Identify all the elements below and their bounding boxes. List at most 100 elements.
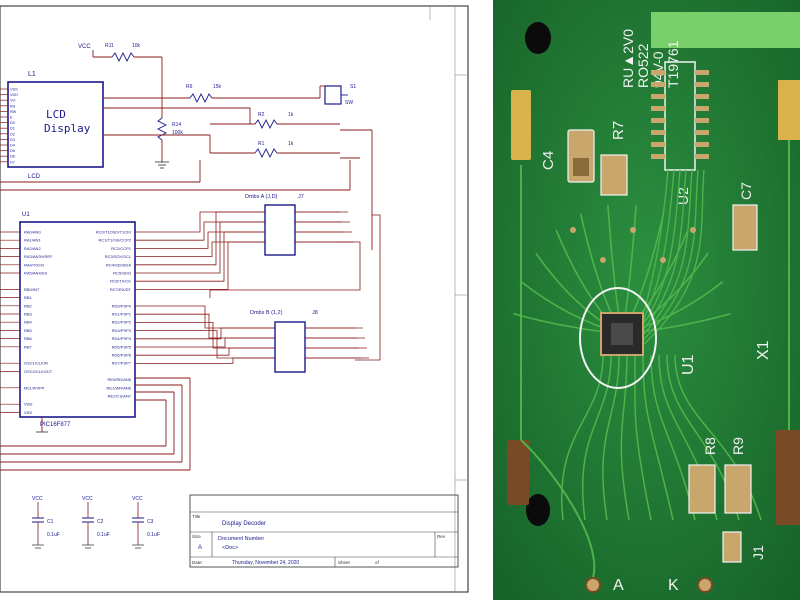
- capacitor-ref: C1: [47, 519, 54, 525]
- mcu-right-pin-label: RC5/SDO: [113, 271, 131, 276]
- u1-highlight-circle: [579, 287, 657, 389]
- mcu-left-pin-label: RB1: [24, 295, 33, 300]
- r2-r1-network: R2 1k R1 1k: [210, 112, 373, 250]
- silk-line-3: 94V-0: [650, 51, 666, 88]
- bottom-bus: [0, 377, 191, 471]
- mcu-right-pin-label: RC2/CCP1: [111, 246, 132, 251]
- r7-pad: [600, 154, 628, 196]
- title-value: Display Decoder: [222, 521, 266, 527]
- mcu-left-pin-label: RB4: [24, 320, 33, 325]
- mcu-right-pin-label: RD7/PSP7: [112, 361, 132, 366]
- edge-connector-right: [776, 430, 800, 525]
- rev-label: Rev: [437, 534, 446, 539]
- date-label: Date:: [192, 560, 203, 565]
- switch-ref: S1: [350, 84, 356, 90]
- mcu-left-pin-label: VSS: [24, 410, 32, 415]
- mcu-right-pin-label: RD6/PSP6: [112, 353, 132, 358]
- r6-value: 15k: [213, 84, 222, 90]
- ic-a-ref: J7: [298, 194, 304, 200]
- lcd-pin-label: D3: [10, 138, 15, 142]
- lcd-pin-label: E: [10, 116, 13, 120]
- mcu-right-pin-label: RD5/PSP5: [112, 344, 132, 349]
- lcd-pin-label: D7: [10, 160, 15, 164]
- title-label: Title: [192, 514, 201, 519]
- mcu-right-pin-label: RE2/CS/AN7: [108, 394, 132, 399]
- mcu-left-pin-labels: RA0/AN0RA1/AN1RA2/AN2RA3/AN3/VREFRA4/T0C…: [0, 230, 53, 415]
- mcu-left-pin-label: RA3/AN3/VREF: [24, 254, 53, 259]
- lcd-pin-label: D5: [10, 149, 15, 153]
- ic-b-title: Dmbs B (1,2): [250, 310, 283, 316]
- mcu-left-pin-label: RB0/INT: [24, 287, 40, 292]
- mcu-right-pin-label: RD1/PSP1: [112, 312, 132, 317]
- lcd-title-line2: Display: [44, 122, 91, 135]
- mcu-left-pin-label: MCLR/VPP: [24, 385, 45, 390]
- r8-pad: [688, 464, 716, 514]
- mcu-right-pin-label: RC6/TX/CK: [110, 279, 131, 284]
- mcu-left-pin-label: RA4/T0CKI: [24, 262, 44, 267]
- mcu-left-pin-label: OSC1/CLKIN: [24, 361, 48, 366]
- capacitor-value: 0.1uF: [97, 532, 110, 538]
- mcu-right-pin-label: RC7/RX/DT: [110, 287, 132, 292]
- sheet-label: Sheet: [338, 560, 351, 565]
- lcd-component: L1 LCD Display LCD VSSVDDVORSRWED0D1D2D3…: [0, 71, 104, 180]
- lcd-pin-label: D2: [10, 132, 15, 136]
- u2-chip: [651, 61, 709, 171]
- pcb-drawing: RU▲2V0 RO522 94V-0 T19761 C4 R7 U2 C7 U1…: [493, 0, 800, 600]
- edge-pad-top: [511, 90, 531, 160]
- size-label: Size: [192, 534, 201, 539]
- silk-line-2: RO522: [635, 43, 651, 88]
- lcd-pin-label: VDD: [10, 93, 18, 97]
- of-label: of: [375, 560, 380, 565]
- capacitor-ref: C2: [97, 519, 104, 525]
- mcu-left-pin-label: RB5: [24, 328, 33, 333]
- mcu-right-pin-labels: RC0/T1OSO/T1CKIRC1/T1OSI/CCP2RC2/CCP1RC3…: [96, 230, 132, 399]
- capacitor-vcc-label: VCC: [82, 496, 93, 502]
- capacitor-vcc-label: VCC: [132, 496, 143, 502]
- switch-value: SW: [345, 100, 353, 106]
- mcu-left-pin-label: RB6: [24, 336, 33, 341]
- label-k: K: [668, 577, 679, 594]
- lcd-ref: L1: [28, 71, 36, 78]
- r2-value: 1k: [288, 112, 294, 118]
- mcu-left-pin-label: RB2: [24, 303, 33, 308]
- capacitor-value: 0.1uF: [147, 532, 160, 538]
- silk-line-4: T19761: [665, 40, 681, 88]
- mcu-left-pin-label: RA5/AN4/SS: [24, 271, 47, 276]
- schematic-drawing: L1 LCD Display LCD VSSVDDVORSRWED0D1D2D3…: [0, 5, 469, 593]
- mcu-right-pin-label: RD2/PSP2: [112, 320, 132, 325]
- edge-pad-bottom: [507, 440, 529, 505]
- mcu-left-pin-label: OSC2/CLKOUT: [24, 369, 53, 374]
- r8-label: R8: [702, 437, 718, 455]
- r14-ref: R14: [172, 122, 181, 128]
- mcu-ref: U1: [22, 212, 30, 218]
- switch-symbol: [324, 85, 342, 105]
- r9-label: R9: [730, 437, 746, 455]
- mcu-left-pin-label: RA0/AN0: [24, 230, 41, 235]
- ic-b-component: Dmbs B (1,2) J8: [250, 310, 318, 373]
- vcc-network: VCC R11 10k R14 100k: [78, 43, 183, 169]
- j1-pad: [722, 531, 742, 563]
- schematic-border: [0, 5, 469, 593]
- r6-switch-network: R6 15k S1 SW: [103, 84, 356, 106]
- lcd-pin-label: VO: [10, 99, 16, 103]
- ic-a-title: Dmbs A (J,D): [245, 194, 278, 200]
- u1-label: U1: [680, 354, 697, 375]
- lcd-pin-label: D6: [10, 155, 15, 159]
- vcc-label-top: VCC: [78, 44, 91, 50]
- r9-pad: [724, 464, 752, 514]
- c4-label: C4: [540, 151, 557, 170]
- r2-ref: R2: [258, 112, 265, 118]
- mcu-right-pin-label: RC4/SDI/SDA: [106, 262, 131, 267]
- j1-label: J1: [750, 545, 766, 560]
- mcu-part: PIC16F877: [40, 422, 71, 428]
- edge-pad-right: [778, 80, 800, 140]
- lcd-pin-label: RS: [10, 104, 16, 108]
- mcu-component: U1 PIC16F877 RA0/AN0RA1/AN1RA2/AN2RA3/AN…: [0, 212, 136, 433]
- title-block: Title Display Decoder Size A Document Nu…: [189, 494, 459, 568]
- c7-pad: [732, 204, 758, 251]
- mcu-left-pin-label: RB7: [24, 344, 33, 349]
- r11-ref: R11: [105, 43, 114, 49]
